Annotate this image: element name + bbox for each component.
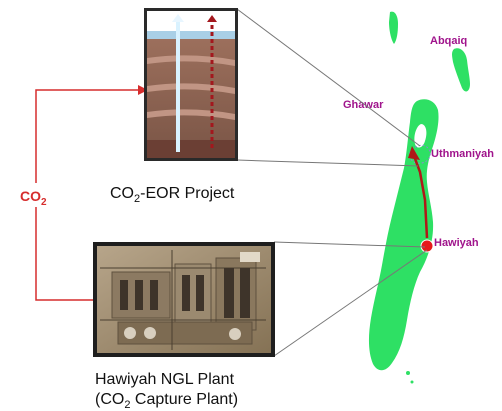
plant-storage-sphere xyxy=(229,328,241,340)
uthmaniyah-label: Uthmaniyah xyxy=(431,148,494,160)
eor-water-layer xyxy=(147,31,235,39)
eor-project-label-suffix: -EOR Project xyxy=(140,185,235,202)
ghawar-label: Ghawar xyxy=(343,99,384,111)
eor-project-illustration xyxy=(144,8,238,161)
eor-connector-bottom xyxy=(236,159,419,167)
plant-tank xyxy=(240,268,250,318)
plant-label-line2-prefix: (CO xyxy=(95,391,124,408)
plant-label-line2-subscript: 2 xyxy=(124,399,130,411)
co2-loop-label-text: CO xyxy=(20,188,41,204)
hawiyah-plant-photo xyxy=(93,242,275,357)
abqaiq-field-shape xyxy=(452,48,470,92)
plant-label-line2: (CO2 Capture Plant) xyxy=(95,391,238,411)
co2-loop-arrowhead xyxy=(138,85,148,95)
eor-project-label-subscript: 2 xyxy=(134,193,140,205)
plant-storage-sphere xyxy=(144,327,156,339)
eor-project-label: CO2-EOR Project xyxy=(110,185,235,205)
plant-connector-top xyxy=(273,241,426,248)
abqaiq-label: Abqaiq xyxy=(430,35,467,47)
ghawar-field-shape xyxy=(368,99,439,371)
eor-connector-top xyxy=(236,8,421,147)
plant-storage-sphere xyxy=(124,327,136,339)
eor-project-label-prefix: CO xyxy=(110,185,134,202)
plant-structure xyxy=(174,263,212,325)
north-field-shape xyxy=(389,11,398,45)
ghawar-map: Abqaiq Ghawar Uthmaniyah Hawiyah xyxy=(343,11,494,384)
plant-connector-bottom xyxy=(273,249,428,357)
plant-tank xyxy=(182,275,190,311)
eor-rock-band xyxy=(147,83,235,94)
co2-loop-label: CO2 xyxy=(20,188,47,208)
eor-production-wellhead xyxy=(207,15,217,22)
plant-tank xyxy=(150,280,158,310)
map-speck xyxy=(410,380,414,384)
plant-building xyxy=(240,252,260,262)
eor-rock-band xyxy=(147,55,235,66)
plant-tank xyxy=(196,275,204,311)
co2-label-background xyxy=(18,183,56,207)
plant-label-line2-suffix: Capture Plant) xyxy=(130,391,238,408)
plant-tank xyxy=(120,280,128,310)
plant-label-line1: Hawiyah NGL Plant xyxy=(95,371,235,388)
ghawar-inner-lake xyxy=(414,124,427,148)
hawiyah-label: Hawiyah xyxy=(434,237,479,249)
hawiyah-point-marker xyxy=(420,239,434,253)
eor-reservoir-zone xyxy=(147,140,235,158)
eor-sky xyxy=(147,11,235,33)
connector-lines xyxy=(236,8,428,357)
co2-loop-label-subscript: 2 xyxy=(41,197,47,208)
co2-pipeline-arrowhead xyxy=(408,146,420,160)
map-speck xyxy=(406,371,410,375)
plant-tank xyxy=(224,268,234,318)
eor-injection-wellhead xyxy=(172,14,184,22)
plant-tank xyxy=(135,280,143,310)
co2-pipeline-arrow-line xyxy=(412,155,429,239)
